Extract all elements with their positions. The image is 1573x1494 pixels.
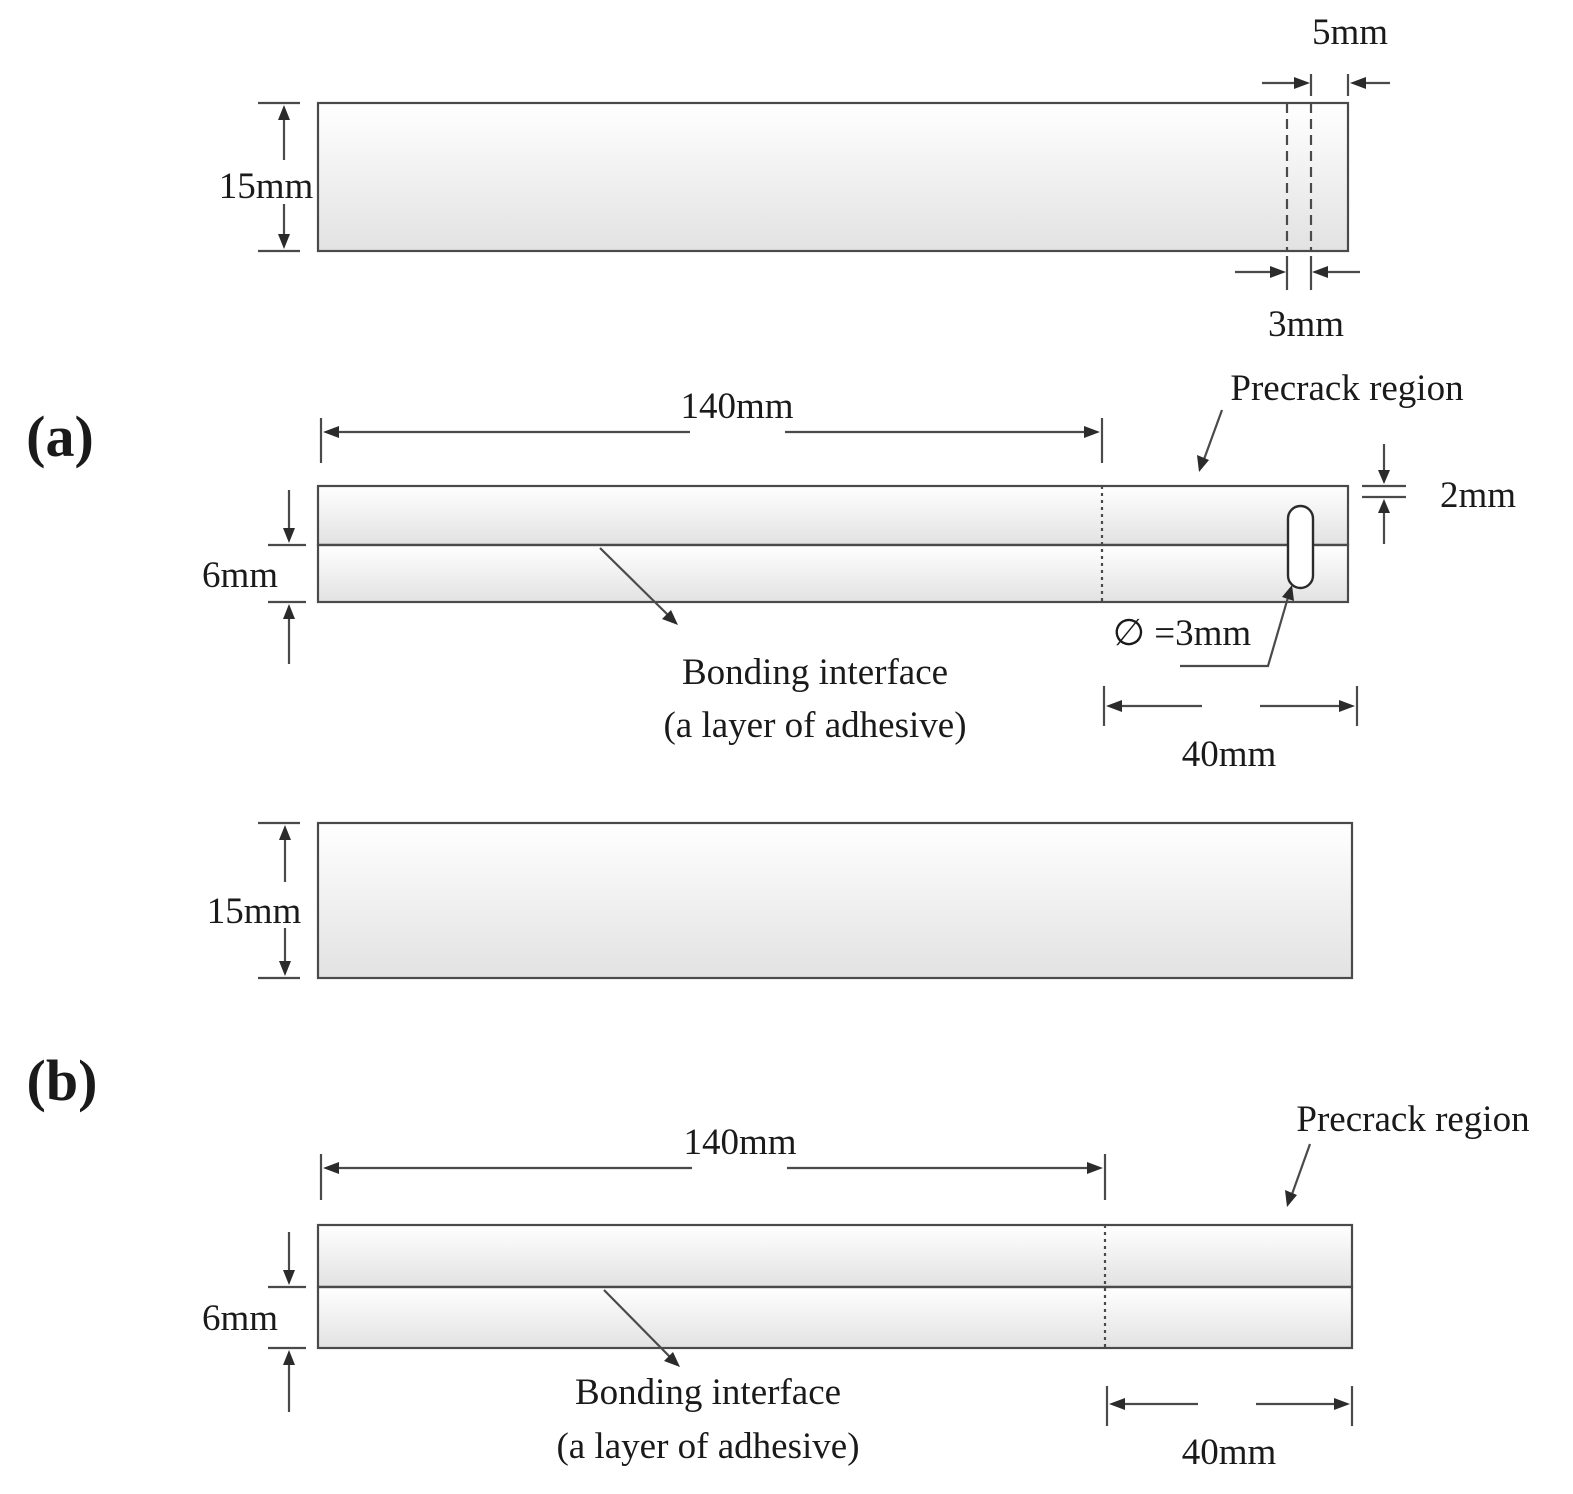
panel-label-b: (b)	[27, 1048, 98, 1113]
bonding-label-a-line2: (a layer of adhesive)	[663, 705, 966, 746]
precrack-label-b: Precrack region	[1296, 1099, 1529, 1140]
length-dimension-a: 140mm	[319, 386, 1104, 463]
notch-outer-dimension: 5mm	[1262, 12, 1390, 96]
top-view-b-bar	[316, 821, 1354, 980]
top-view-b: 15mm	[207, 821, 1354, 980]
hole-slot	[1286, 504, 1315, 590]
side-view-a: 140mm Precrack region 2mm	[202, 368, 1516, 775]
thickness-dimension-a: 6mm	[202, 490, 306, 664]
lower-adherend-b	[316, 1285, 1354, 1350]
precrack-arrow-a	[1197, 455, 1209, 472]
top-view-a: 15mm 5mm 3mm	[219, 12, 1390, 345]
precrack-length-label-a: 40mm	[1182, 734, 1277, 775]
gap-dimension-a: 2mm	[1362, 444, 1516, 544]
top-view-a-bar	[316, 101, 1350, 253]
width-dimension-b: 15mm	[207, 821, 302, 980]
notch-outer-label: 5mm	[1312, 12, 1388, 53]
bonding-label-a-line1: Bonding interface	[682, 652, 948, 693]
width-dimension-a: 15mm	[219, 101, 314, 253]
length-label-b: 140mm	[683, 1122, 796, 1163]
gap-label-a: 2mm	[1440, 475, 1516, 516]
hole-arrow	[1282, 585, 1294, 601]
width-label-b: 15mm	[207, 891, 302, 932]
notch-inner-dimension: 3mm	[1235, 256, 1360, 345]
upper-adherend-a	[316, 484, 1350, 547]
lower-adherend-a	[316, 543, 1350, 604]
thickness-dimension-b: 6mm	[202, 1232, 306, 1412]
bonding-label-b-line2: (a layer of adhesive)	[556, 1426, 859, 1467]
precrack-label-a: Precrack region	[1230, 368, 1463, 409]
precrack-length-dimension-a: 40mm	[1102, 686, 1359, 775]
width-label-a: 15mm	[219, 166, 314, 207]
length-dimension-b: 140mm	[319, 1122, 1107, 1200]
panel-label-a: (a)	[26, 404, 94, 469]
precrack-arrow-b	[1285, 1190, 1297, 1207]
thickness-label-a: 6mm	[202, 555, 278, 596]
bonding-label-b-line1: Bonding interface	[575, 1372, 841, 1413]
bonding-arrow-a	[662, 610, 678, 625]
bonding-arrow-b	[664, 1352, 680, 1367]
side-view-b: 140mm Precrack region 6mm Bonding interf…	[202, 1099, 1530, 1473]
notch-inner-label: 3mm	[1268, 304, 1344, 345]
thickness-label-b: 6mm	[202, 1298, 278, 1339]
precrack-length-label-b: 40mm	[1182, 1432, 1277, 1473]
length-label-a: 140mm	[680, 386, 793, 427]
precrack-length-dimension-b: 40mm	[1105, 1386, 1354, 1473]
hole-diameter-label: ∅ =3mm	[1113, 613, 1252, 654]
upper-adherend-b	[316, 1223, 1354, 1289]
